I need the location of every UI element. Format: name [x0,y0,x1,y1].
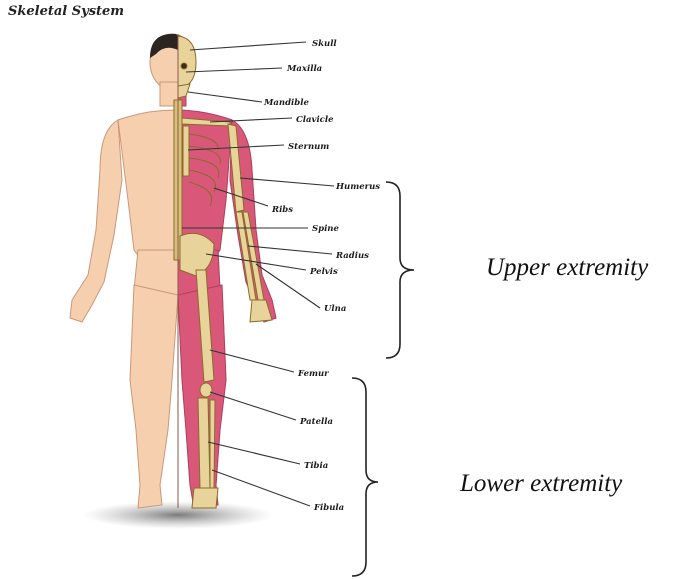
upper-brace [386,182,414,358]
label-clavicle: Clavicle [296,115,334,125]
upper-extremity-label: Upper extremity [486,254,648,282]
label-mandible: Mandible [263,98,309,108]
label-humerus: Humerus [335,182,380,192]
lower-brace [352,378,378,576]
label-radius: Radius [335,251,369,261]
label-spine: Spine [312,224,339,234]
label-sternum: Sternum [288,142,329,152]
label-tibia: Tibia [304,461,328,471]
label-skull: Skull [312,39,337,49]
label-ulna: Ulna [324,304,346,314]
label-femur: Femur [297,369,329,379]
label-pelvis: Pelvis [309,267,338,277]
label-ribs: Ribs [271,205,293,215]
label-maxilla: Maxilla [286,64,322,74]
label-patella: Patella [299,417,333,427]
lower-extremity-label: Lower extremity [460,470,622,498]
label-fibula: Fibula [313,503,344,513]
